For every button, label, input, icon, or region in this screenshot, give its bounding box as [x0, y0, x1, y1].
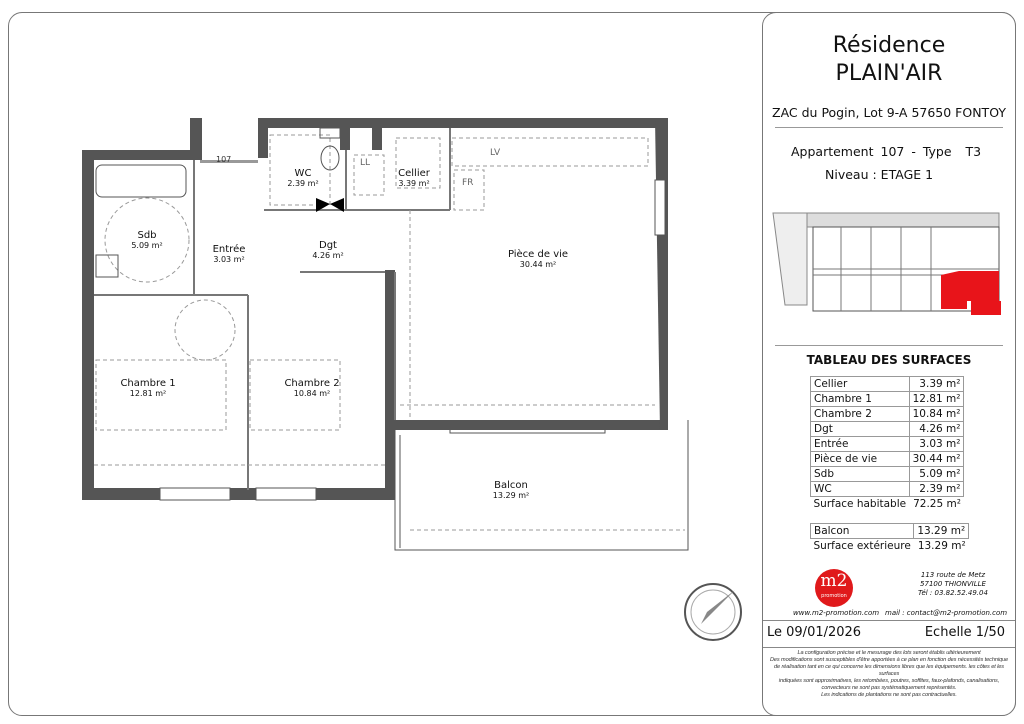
- residence-title: Résidence: [832, 33, 946, 58]
- door-number: 107: [216, 155, 232, 164]
- building-location-map: [772, 212, 1001, 315]
- company-logo: m2 promotion: [815, 569, 853, 607]
- surfaces-title: TABLEAU DES SURFACES: [806, 353, 972, 367]
- compass-icon: [684, 583, 742, 641]
- fixtures: [95, 127, 689, 551]
- interior-walls: [94, 128, 451, 490]
- residence-name: PLAIN'AIR: [835, 61, 943, 86]
- date: Le 09/01/2026: [767, 625, 862, 640]
- mail-link[interactable]: mail : contact@m2-promotion.com: [885, 609, 1008, 617]
- info-panel: Résidence PLAIN'AIR ZAC du Pogin, Lot 9-…: [762, 12, 1016, 716]
- apartment-highlight: [941, 271, 999, 309]
- washing-machine-label: LL: [360, 158, 371, 168]
- ventilation-icon: [316, 198, 344, 212]
- scale: Echelle 1/50: [924, 625, 1005, 640]
- dishwasher-label: LV: [490, 148, 501, 158]
- fridge-label: FR: [462, 178, 474, 188]
- floor-plan: [82, 118, 742, 641]
- address: ZAC du Pogin, Lot 9-A 57650 FONTOY: [772, 105, 1006, 120]
- apartment-line: Appartement 107 - Type T3: [791, 144, 982, 159]
- exterior-walls: [82, 118, 668, 500]
- website-link[interactable]: www.m2-promotion.com: [793, 609, 880, 617]
- level-line: Niveau : ETAGE 1: [825, 167, 934, 182]
- disclaimer: La configuration précise et le mesurage …: [769, 650, 1009, 698]
